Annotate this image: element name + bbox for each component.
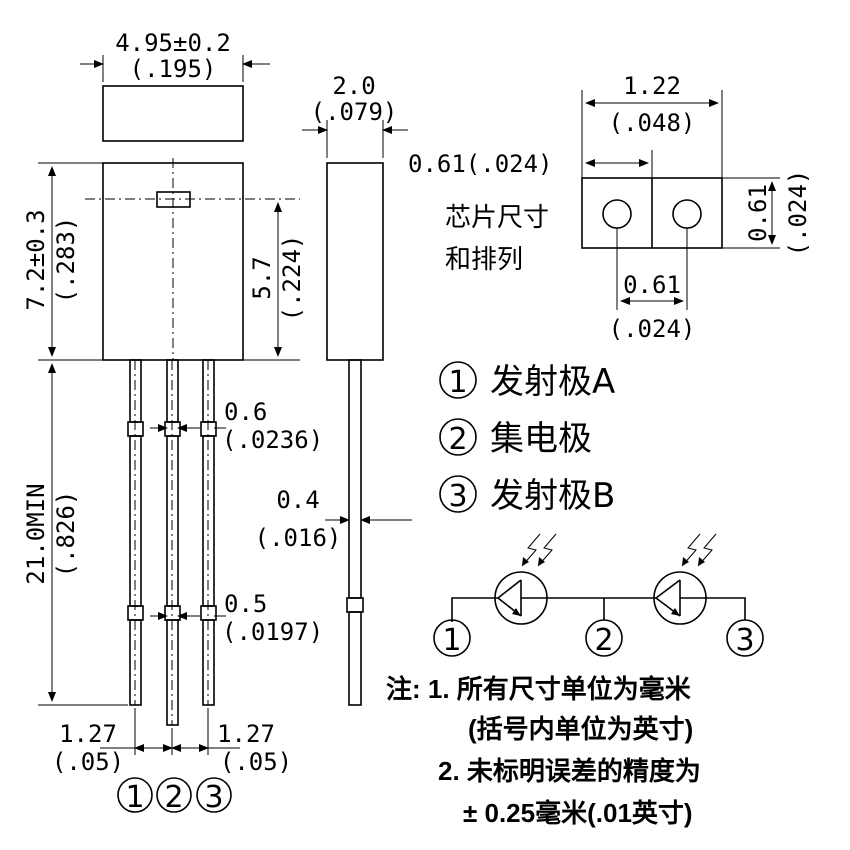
- dim-pitch-right-inch: (.05): [220, 748, 292, 776]
- pin-2-number: 2: [164, 780, 183, 815]
- pin-3-number: 3: [204, 780, 223, 815]
- side-lead: [346, 359, 364, 706]
- note-line-3: 2. 未标明误差的精度为: [438, 756, 701, 786]
- phototransistor-b: [653, 571, 707, 625]
- legend-item-3: 3 发射极B: [439, 475, 615, 516]
- dim-side-width-inch: (.079): [311, 98, 398, 126]
- dim-lead-thickness: 0.4: [276, 486, 319, 514]
- dim-chip-width-inch: (.048): [609, 109, 696, 137]
- dim-chip-height-inch: (.024): [784, 170, 812, 257]
- svg-text:集电极: 集电极: [490, 419, 592, 459]
- pin-1-circle: [117, 777, 153, 813]
- dim-pitch-left-inch: (.05): [52, 748, 124, 776]
- dim-pitch-left: 1.27: [59, 720, 117, 748]
- svg-text:1: 1: [448, 365, 467, 400]
- dim-body-height-inch: (.283): [52, 217, 80, 304]
- side-body: [326, 162, 384, 361]
- dim-hole-height: 5.7: [248, 256, 276, 299]
- top-view-rect: [102, 85, 244, 142]
- dim-chip-pitch-inch: (.024): [609, 315, 696, 343]
- note-line-4: ± 0.25毫米(.01英寸): [463, 798, 693, 828]
- dim-lead-width-lower: 0.5: [224, 590, 267, 618]
- lead-3: [200, 359, 217, 706]
- lead-1: [127, 359, 144, 706]
- dim-body-height: 7.2±0.3: [22, 209, 50, 310]
- pin-3-circle: [196, 777, 232, 813]
- dim-chip-width: 1.22: [623, 72, 681, 100]
- dim-chip-half: 0.61(.024): [408, 150, 553, 178]
- dim-lead-width-upper-inch: (.0236): [222, 426, 323, 454]
- svg-text:3: 3: [448, 479, 467, 514]
- legend-item-2: 2 集电极: [439, 418, 592, 459]
- schematic: 1 2 3: [433, 533, 764, 658]
- dim-lead-length-inch: (.826): [52, 491, 80, 578]
- dim-top-width: 4.95±0.2: [115, 29, 231, 57]
- dim-hole-height-inch: (.224): [278, 235, 306, 322]
- chip-label-line2: 和排列: [445, 245, 523, 275]
- legend-item-1: 1 发射极A: [439, 361, 615, 402]
- chip-pad-left: [602, 199, 632, 229]
- dim-lead-width-upper: 0.6: [224, 398, 267, 426]
- dim-lead-length: 21.0MIN: [22, 483, 50, 584]
- pin-2-circle: [156, 777, 192, 813]
- dim-chip-height: 0.61: [744, 184, 772, 242]
- dim-pitch-right: 1.27: [217, 720, 275, 748]
- svg-text:1: 1: [442, 623, 461, 658]
- note-line-1: 注: 1. 所有尺寸单位为毫米: [386, 674, 691, 704]
- svg-text:3: 3: [735, 623, 754, 658]
- svg-text:发射极A: 发射极A: [490, 362, 615, 402]
- dim-top-width-inch: (.195): [130, 55, 217, 83]
- svg-text:发射极B: 发射极B: [490, 476, 615, 516]
- note-line-2: (括号内单位为英寸): [468, 714, 693, 744]
- chip-pad-right: [672, 199, 702, 229]
- dim-chip-pitch: 0.61: [623, 271, 681, 299]
- dim-side-width: 2.0: [332, 72, 375, 100]
- chip-label-line1: 芯片尺寸: [445, 203, 549, 233]
- svg-text:2: 2: [594, 623, 613, 658]
- pin-1-number: 1: [125, 780, 144, 815]
- dim-lead-thickness-inch: (.016): [255, 524, 342, 552]
- svg-text:2: 2: [448, 422, 467, 457]
- dim-lead-width-lower-inch: (.0197): [222, 618, 323, 646]
